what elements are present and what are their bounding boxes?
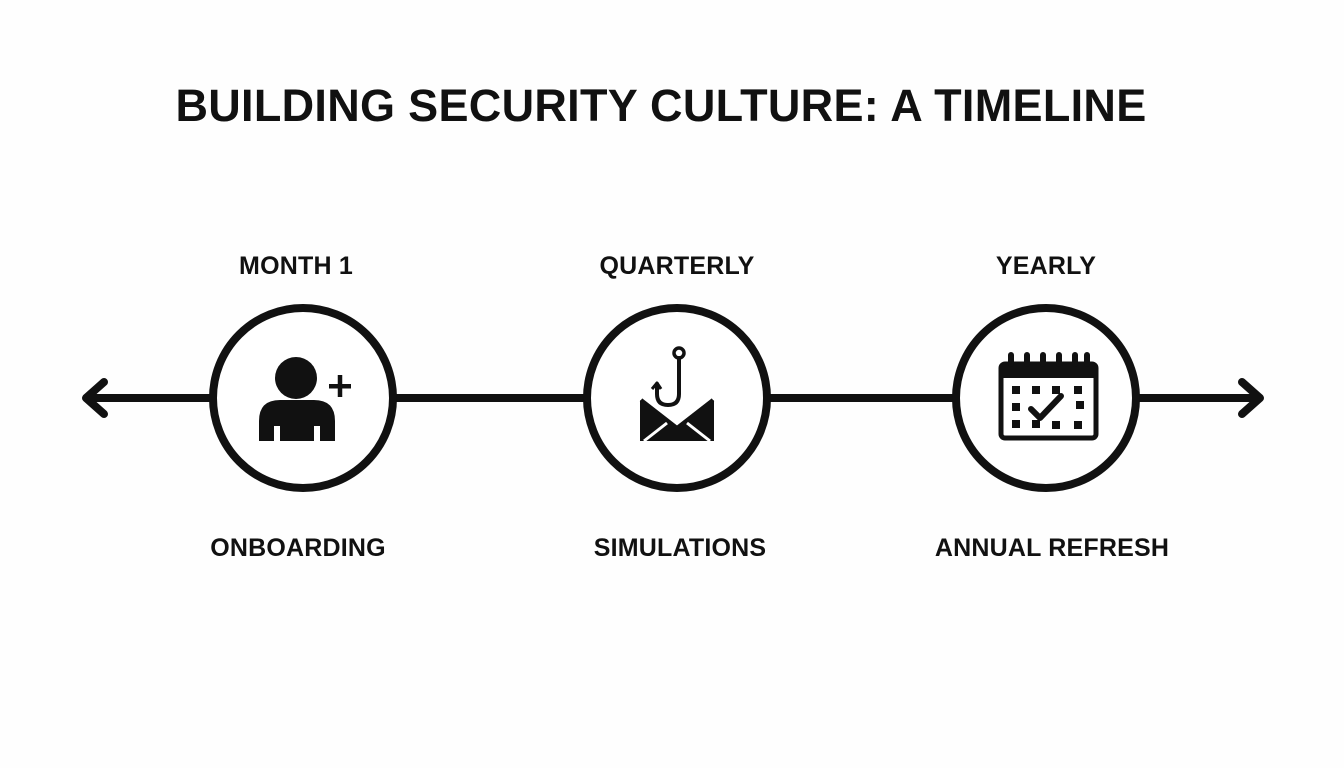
- calendar-check-icon: [998, 352, 1099, 441]
- stage-name-label: ANNUAL REFRESH: [934, 534, 1170, 562]
- stage-period-label: MONTH 1: [239, 252, 353, 280]
- stage-onboarding: [209, 304, 397, 492]
- stage-name-label: ONBOARDING: [210, 534, 386, 562]
- page-title: BUILDING SECURITY CULTURE: A TIMELINE: [175, 80, 1147, 131]
- add-user-icon: [259, 357, 351, 441]
- arrow-left-icon: [82, 378, 108, 418]
- stage-name-label: SIMULATIONS: [593, 534, 767, 562]
- stage-circle: [209, 304, 397, 492]
- phishing-email-icon: [639, 346, 715, 443]
- stage-circle: [952, 304, 1140, 492]
- stage-period-label: YEARLY: [995, 252, 1097, 280]
- stage-simulations: [583, 304, 771, 492]
- arrow-right-icon: [1238, 378, 1264, 418]
- stage-annual-refresh: [952, 304, 1140, 492]
- stage-period-label: QUARTERLY: [599, 252, 755, 280]
